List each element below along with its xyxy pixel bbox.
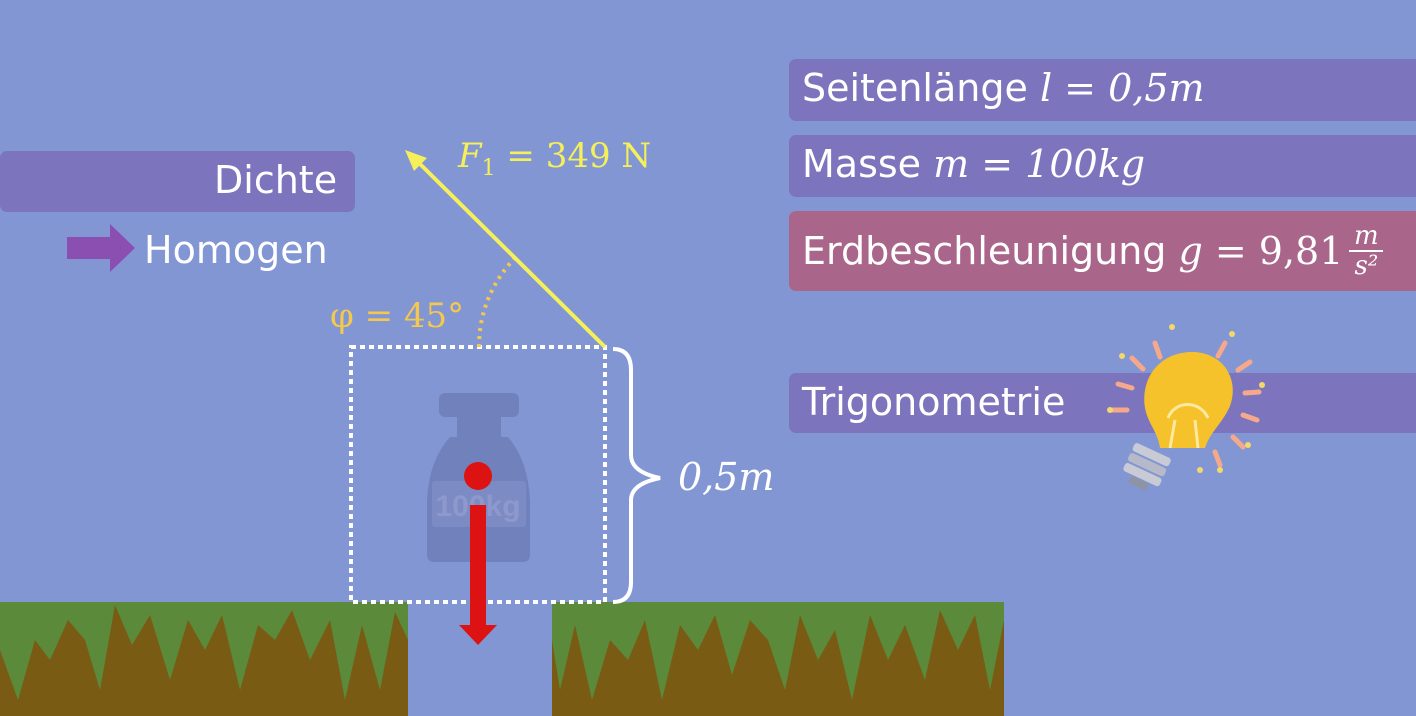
dichte-pill-bg [0,151,355,212]
erd-unit-num: m [1354,221,1379,251]
force-arrow-f1 [405,150,607,349]
right-arrow-icon [67,224,135,272]
lightbulb-icon [1107,324,1265,491]
weight-force-arrow [459,462,497,645]
erd-pill-bg [789,211,1416,291]
seitenlaenge-label: Seitenlänge [802,66,1028,110]
force-symbol: F [458,136,482,176]
ground-left [0,602,408,716]
erd-label: Erdbeschleunigung [802,229,1167,273]
force-subscript: 1 [481,155,496,181]
weight-icon [427,393,530,562]
erd-row: Erdbeschleunigung g = 9,81 m s² [802,221,1384,281]
homogen-label: Homogen [144,228,328,272]
seitenlaenge-row: Seitenlänge l = 0,5m [802,66,1205,110]
trig-pill-bg [789,373,1416,433]
masse-pill-bg [789,135,1416,197]
seitenlaenge-pill-bg [789,59,1416,121]
force-value: = 349 N [506,136,652,176]
masse-formula: m = 100kg [933,142,1146,186]
erd-variable: g [1178,229,1203,273]
force-label: F1 = 349 N [458,136,651,181]
angle-arc [476,256,517,348]
masse-row: Masse m = 100kg [802,142,1145,186]
seitenlaenge-formula: l = 0,5m [1039,66,1205,110]
dichte-label: Dichte [214,158,338,202]
side-brace [612,347,661,604]
angle-label: φ = 45° [330,296,465,336]
side-length-label: 0,5m [678,455,775,499]
trigonometrie-label: Trigonometrie [802,380,1066,424]
ground-right [552,602,1004,716]
erd-unit-den: s² [1354,251,1379,281]
fraction-bar [1349,250,1384,252]
masse-label: Masse [802,142,922,186]
erd-unit-fraction: m s² [1349,221,1384,281]
erd-value: = 9,81 [1202,229,1344,273]
